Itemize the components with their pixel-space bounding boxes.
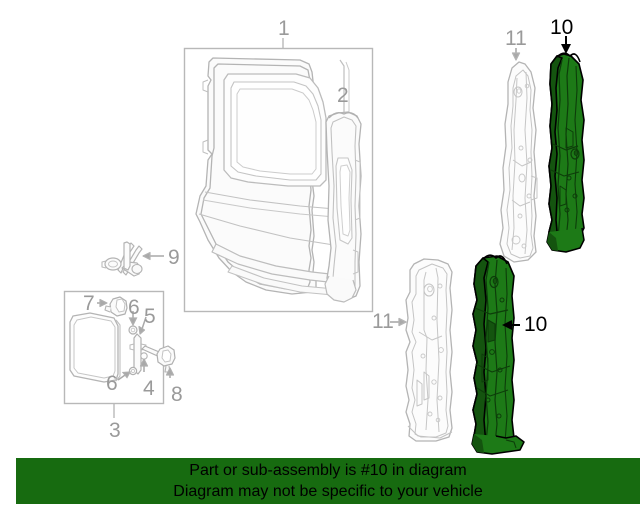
part-6-grommet-lower [117, 366, 138, 381]
callout-label-2: 2 [337, 84, 349, 107]
callout-label-10-upper: 10 [550, 16, 574, 39]
part-10-pillar-reinforcement-lower [471, 254, 525, 455]
group-box-1 [183, 38, 374, 313]
callout-label-11-upper: 11 [505, 27, 527, 50]
part-10-pillar-reinforcement-upper [546, 36, 585, 253]
notice-line-2: Diagram may not be specific to your vehi… [173, 483, 483, 500]
notice-line-1: Part or sub-assembly is #10 in diagram [189, 462, 467, 479]
callout-label-6-lower: 6 [106, 372, 118, 395]
callout-label-3: 3 [109, 419, 121, 442]
part-8-striker-bracket [156, 345, 176, 378]
part-1-sliding-door-panel [195, 57, 350, 297]
callout-label-5: 5 [144, 305, 156, 328]
part-11-inner-pillar-panel-upper [499, 48, 538, 263]
part-notice-banner: Part or sub-assembly is #10 in diagram D… [16, 458, 640, 504]
callout-label-6-upper: 6 [128, 296, 140, 319]
part-3-window-glass [69, 312, 121, 383]
part-9-hinge-pin-screw-set [101, 241, 164, 277]
part-2-pillar-trim-cover [324, 111, 362, 303]
part-5-retainer-rod [129, 316, 147, 375]
callout-label-1: 1 [278, 17, 290, 40]
callout-label-4: 4 [143, 377, 155, 400]
callout-label-11-lower: 11 [372, 310, 394, 333]
callout-label-8: 8 [171, 383, 183, 406]
part-6-grommet-upper [128, 311, 138, 335]
part-7-window-latch [97, 296, 128, 317]
callout-label-9: 9 [168, 246, 180, 269]
callout-label-10-lower: 10 [524, 313, 548, 336]
part-11-inner-pillar-panel-lower [390, 258, 453, 442]
callout-label-7: 7 [83, 292, 95, 315]
